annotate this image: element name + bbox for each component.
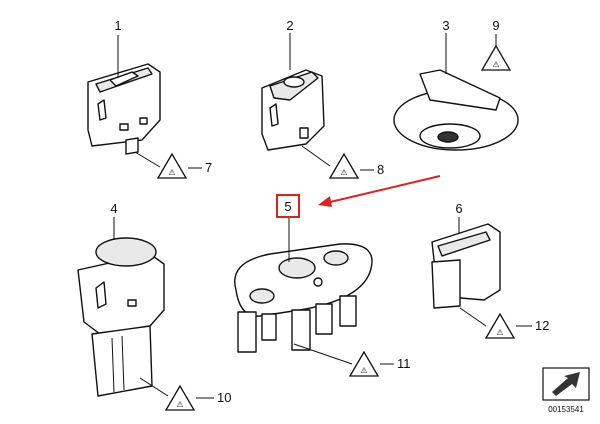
callout-4: 4 bbox=[110, 201, 117, 216]
leader-line-8 bbox=[301, 145, 331, 167]
leader-line-7 bbox=[134, 151, 161, 168]
svg-text:⚠: ⚠ bbox=[168, 168, 175, 177]
note-warning-triangle-icon: ⚠ bbox=[328, 152, 360, 179]
note-warning-triangle-icon: ⚠ bbox=[484, 312, 516, 339]
red-arrow bbox=[318, 175, 441, 207]
leader-line-12 bbox=[459, 307, 487, 327]
svg-text:⚠: ⚠ bbox=[176, 400, 183, 409]
callout-2: 2 bbox=[286, 18, 293, 33]
note-warning-triangle-icon: ⚠ bbox=[480, 44, 512, 71]
callout-7: 7 bbox=[205, 160, 212, 175]
note-warning-triangle-icon: ⚠ bbox=[348, 350, 380, 377]
callout-5: 5 bbox=[284, 199, 291, 214]
callout-11: 11 bbox=[397, 356, 411, 371]
highlight-box bbox=[276, 194, 300, 218]
note-warning-triangle-icon: ⚠ bbox=[164, 384, 196, 411]
navigation-arrow-icon bbox=[542, 367, 590, 401]
svg-text:⚠: ⚠ bbox=[492, 60, 499, 69]
callout-1: 1 bbox=[114, 18, 121, 33]
callout-8: 8 bbox=[377, 162, 384, 177]
callout-9: 9 bbox=[492, 18, 499, 33]
svg-text:⚠: ⚠ bbox=[496, 328, 503, 337]
part-5-switch-panel bbox=[234, 243, 373, 353]
part-4-switch bbox=[77, 237, 165, 397]
callout-3: 3 bbox=[442, 18, 449, 33]
part-3-cover bbox=[393, 69, 519, 151]
callout-12: 12 bbox=[535, 318, 549, 333]
svg-text:⚠: ⚠ bbox=[360, 366, 367, 375]
part-1-switch bbox=[87, 63, 161, 155]
note-warning-triangle-icon: ⚠ bbox=[156, 152, 188, 179]
svg-text:⚠: ⚠ bbox=[340, 168, 347, 177]
part-6-clip bbox=[431, 223, 501, 309]
callout-10: 10 bbox=[217, 390, 231, 405]
leader-line-11 bbox=[293, 343, 353, 365]
part-2-switch bbox=[261, 69, 325, 151]
diagram-code: 00153541 bbox=[548, 405, 584, 414]
leader-line-10 bbox=[139, 377, 169, 397]
callout-6: 6 bbox=[455, 201, 462, 216]
